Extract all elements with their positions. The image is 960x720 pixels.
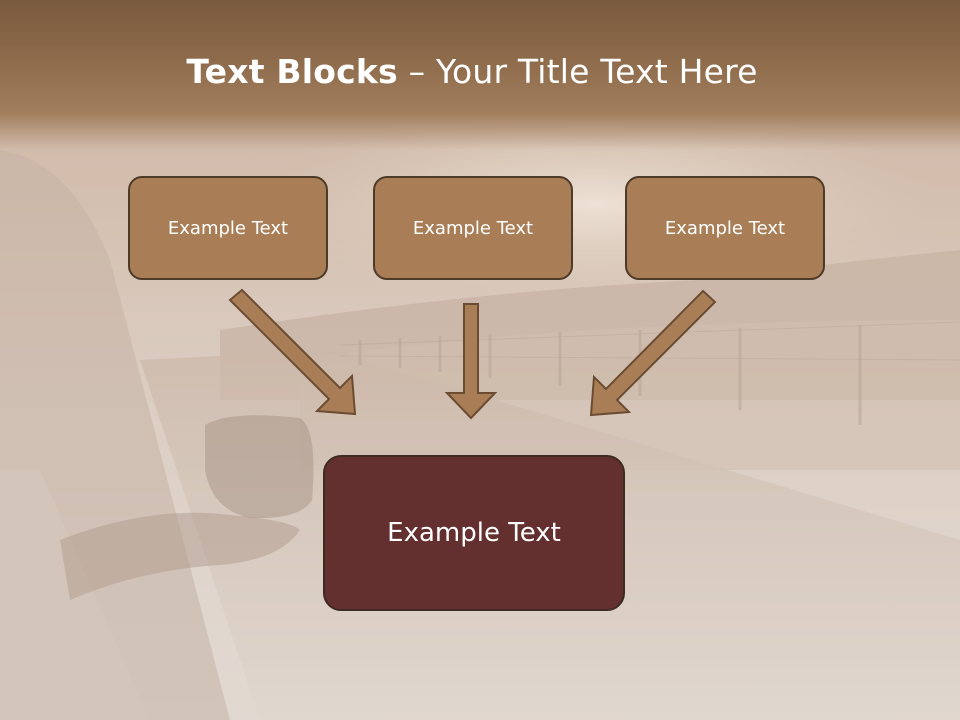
text-block-main-label: Example Text: [387, 518, 561, 548]
text-block-main[interactable]: Example Text: [323, 455, 625, 611]
text-block-top-center[interactable]: Example Text: [373, 176, 573, 280]
text-block-top-right-label: Example Text: [664, 217, 786, 239]
slide-title: Text Blocks – Your Title Text Here: [0, 52, 944, 91]
text-block-top-center-label: Example Text: [412, 217, 534, 239]
text-block-top-left-label: Example Text: [167, 217, 289, 239]
title-bold-part: Text Blocks: [186, 52, 398, 91]
arrow-right: [589, 289, 717, 417]
title-light-part: Your Title Text Here: [435, 52, 758, 91]
text-block-top-right[interactable]: Example Text: [625, 176, 825, 280]
text-block-top-left[interactable]: Example Text: [128, 176, 328, 280]
title-separator: –: [397, 52, 436, 91]
arrow-left: [228, 288, 357, 416]
title-band: [0, 0, 960, 150]
arrow-center: [444, 303, 498, 420]
